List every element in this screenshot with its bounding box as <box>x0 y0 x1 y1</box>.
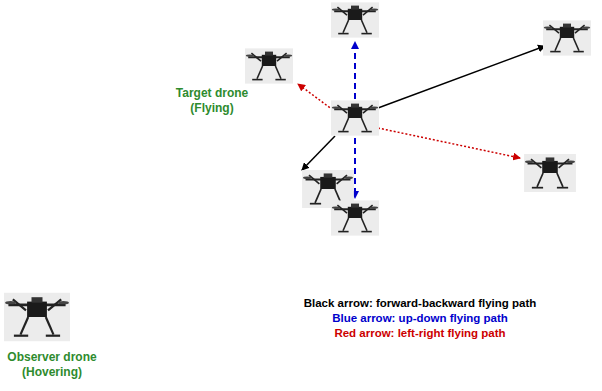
legend-text: Black arrow: forward-backward flying pat… <box>304 297 537 309</box>
legend-entry: Black arrow: forward-backward flying pat… <box>270 296 570 310</box>
drone-label: Target drone (Flying) <box>162 86 262 116</box>
legend-text: Blue arrow: up-down flying path <box>332 312 508 324</box>
drone-label: Observer drone (Hovering) <box>2 350 102 380</box>
legend-color: Blue arrow: up-down flying path <box>332 312 508 324</box>
legend-entry: Blue arrow: up-down flying path <box>270 311 570 325</box>
label-text: Target drone (Flying) <box>176 86 248 115</box>
legend-color: Red arrow: left-right flying path <box>334 327 505 339</box>
legend-color: Black arrow: forward-backward flying pat… <box>304 297 537 309</box>
legend-text: Red arrow: left-right flying path <box>334 327 505 339</box>
legend-entry: Red arrow: left-right flying path <box>270 326 570 340</box>
label-text: Observer drone (Hovering) <box>7 350 96 379</box>
